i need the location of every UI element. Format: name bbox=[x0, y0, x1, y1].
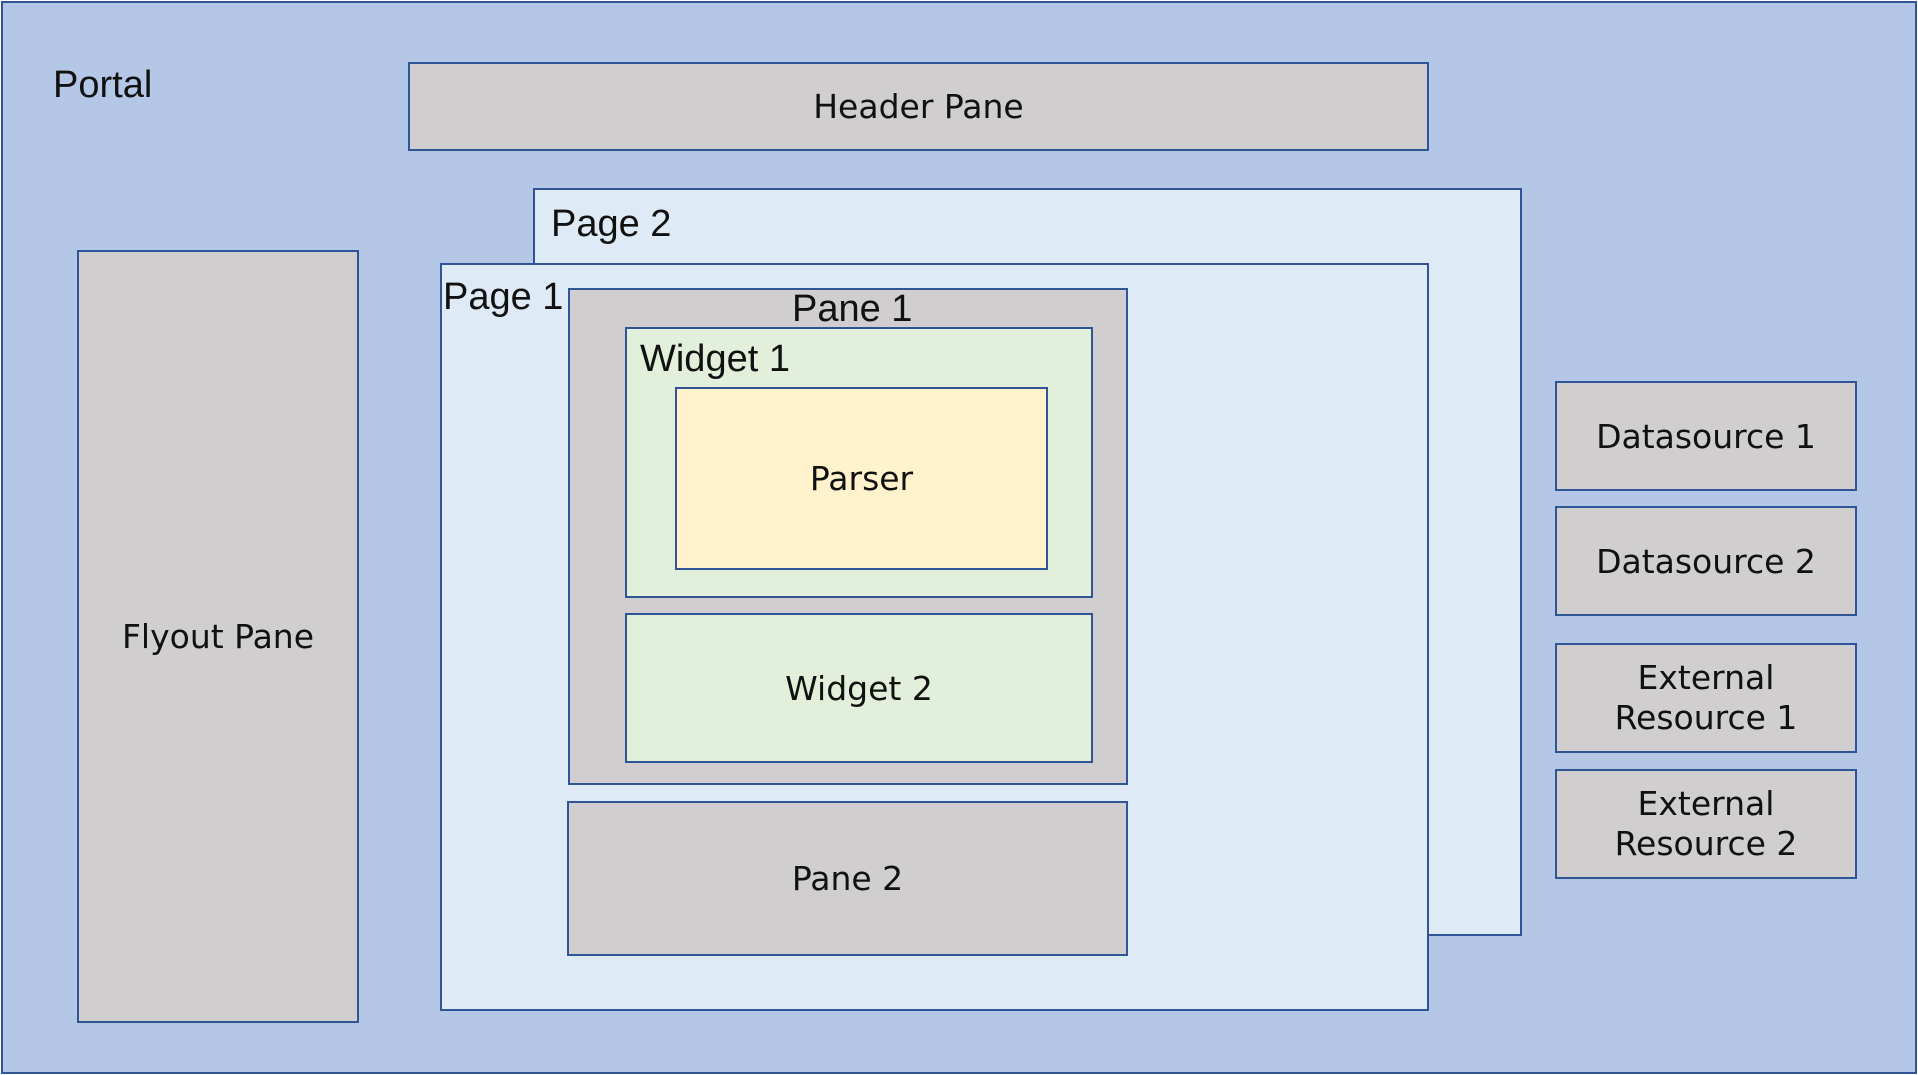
flyout-pane-label: Flyout Pane bbox=[121, 617, 315, 656]
parser: Parser bbox=[675, 387, 1048, 570]
external-resource-2: External Resource 2 bbox=[1555, 769, 1857, 879]
datasource-2-label: Datasource 2 bbox=[1596, 541, 1816, 581]
widget-2: Widget 2 bbox=[625, 613, 1093, 763]
external-resource-1-label: External Resource 1 bbox=[1614, 657, 1798, 737]
external-resource-2-label: External Resource 2 bbox=[1614, 783, 1798, 863]
page-1-label: Page 1 bbox=[443, 276, 564, 318]
widget-2-label: Widget 2 bbox=[785, 668, 933, 708]
header-pane-label: Header Pane bbox=[813, 87, 1024, 126]
header-pane: Header Pane bbox=[408, 62, 1429, 151]
datasource-1-label: Datasource 1 bbox=[1596, 416, 1816, 456]
flyout-pane: Flyout Pane bbox=[77, 250, 359, 1023]
parser-label: Parser bbox=[809, 459, 914, 498]
datasource-2: Datasource 2 bbox=[1555, 506, 1857, 616]
portal-label: Portal bbox=[53, 64, 153, 106]
datasource-1: Datasource 1 bbox=[1555, 381, 1857, 491]
widget-1-label: Widget 1 bbox=[640, 338, 790, 380]
page-2-label: Page 2 bbox=[551, 203, 672, 245]
pane-2: Pane 2 bbox=[567, 801, 1128, 956]
pane-1-label: Pane 1 bbox=[792, 288, 913, 330]
external-resource-1: External Resource 1 bbox=[1555, 643, 1857, 753]
pane-2-label: Pane 2 bbox=[791, 859, 904, 898]
